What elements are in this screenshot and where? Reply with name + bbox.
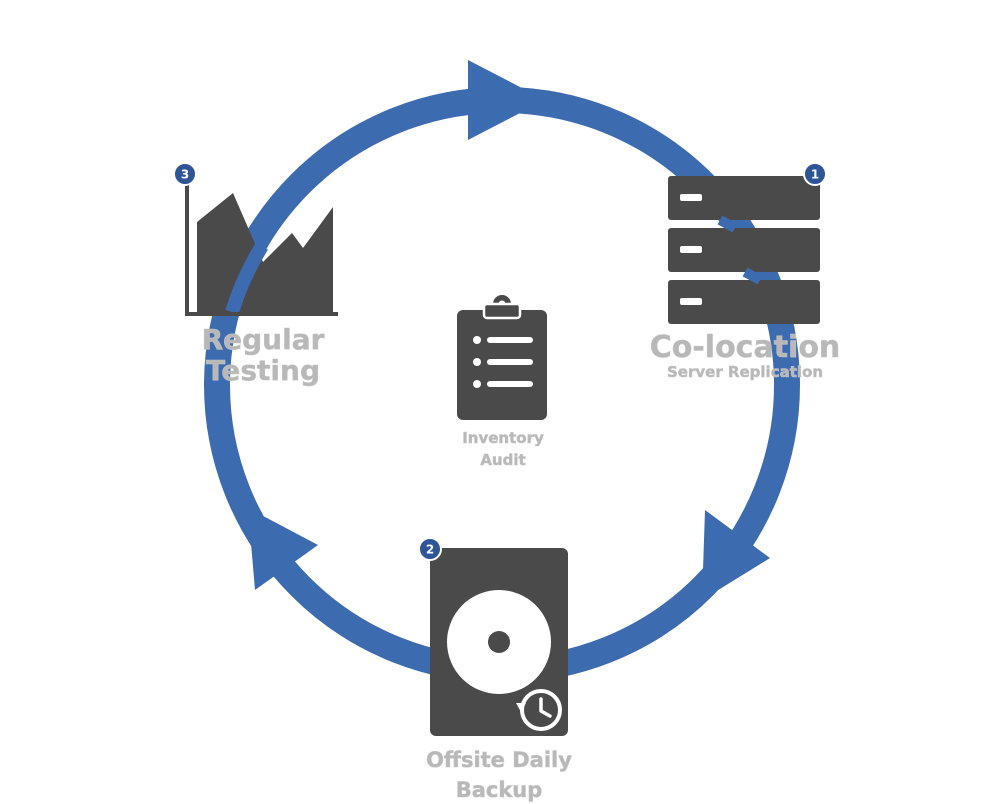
step-1-subtitle: Server Replication — [667, 363, 823, 381]
step-1-number: 1 — [811, 168, 819, 182]
server-rack-icon — [668, 176, 820, 324]
step-3-badge: 3 — [173, 162, 197, 186]
step-2-title-line1: Offsite Daily — [426, 748, 572, 772]
step-2-title-line2: Backup — [456, 778, 543, 802]
step-1-title: Co-location — [650, 330, 841, 365]
step-3-title-line1: Regular — [202, 323, 325, 356]
step-1-badge: 1 — [803, 162, 827, 186]
step-2-badge: 2 — [418, 537, 442, 561]
hard-drive-history-icon — [430, 548, 568, 736]
step-2-number: 2 — [426, 543, 434, 557]
arrow-right-icon — [702, 510, 770, 600]
step-3-number: 3 — [181, 168, 189, 182]
center-label-line2: Audit — [480, 451, 525, 469]
area-chart-icon — [185, 180, 338, 316]
step-3-title-line2: Testing — [206, 354, 320, 387]
arrow-left-icon — [248, 508, 318, 590]
arrow-top-icon — [468, 60, 545, 140]
center-label-line1: Inventory — [462, 429, 544, 447]
clipboard-checklist-icon — [457, 295, 547, 420]
